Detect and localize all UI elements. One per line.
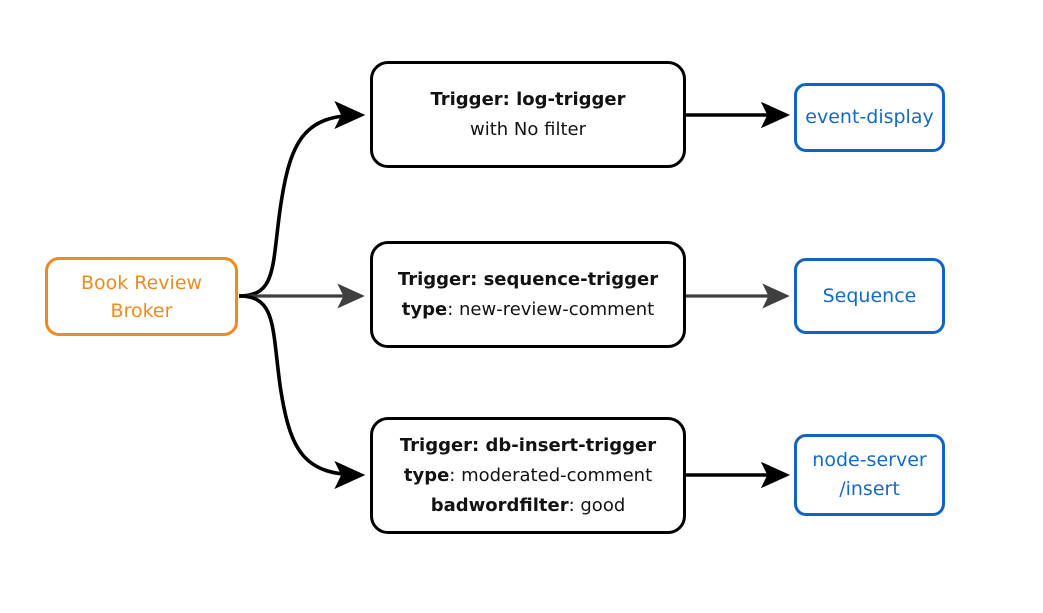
trigger-sequence-type-value: : new-review-comment xyxy=(447,298,655,320)
trigger-sequence-type: type: new-review-comment xyxy=(402,295,654,325)
service-node-server-label-line1: node-server xyxy=(812,449,927,471)
trigger-db-title: Trigger: db-insert-trigger xyxy=(399,434,657,456)
trigger-db-badwordfilter-value: : good xyxy=(568,494,626,516)
trigger-log-title: Trigger: log-trigger xyxy=(430,88,626,110)
service-sequence-label: Sequence xyxy=(822,284,917,307)
broker-label-line2: Broker xyxy=(110,299,173,322)
trigger-db-badwordfilter: badwordfilter: good xyxy=(431,491,626,521)
service-node-server-label-line2: /insert xyxy=(839,478,900,500)
trigger-sequence-title: Trigger: sequence-trigger xyxy=(397,268,659,290)
node-service-node-server[interactable]: node-server /insert xyxy=(794,434,945,516)
trigger-db-type-value: : moderated-comment xyxy=(449,464,653,486)
trigger-sequence-type-key: type xyxy=(401,298,448,320)
node-book-review-broker[interactable]: Book Review Broker xyxy=(45,257,238,336)
edge-broker-to-log-trigger xyxy=(238,100,366,298)
node-service-sequence[interactable]: Sequence xyxy=(794,258,945,334)
trigger-db-type-key: type xyxy=(403,464,450,486)
service-event-display-label: event-display xyxy=(805,106,934,128)
node-trigger-db-insert-trigger[interactable]: Trigger: db-insert-trigger type: moderat… xyxy=(370,417,686,534)
trigger-db-badwordfilter-key: badwordfilter xyxy=(430,494,569,516)
broker-label-line1: Book Review xyxy=(80,271,203,294)
trigger-log-filter-value: with No filter xyxy=(470,118,586,140)
trigger-log-filter: with No filter xyxy=(470,115,586,145)
edge-broker-to-db-insert-trigger xyxy=(238,294,366,490)
trigger-db-type: type: moderated-comment xyxy=(404,461,652,491)
node-service-event-display[interactable]: event-display xyxy=(794,83,945,152)
node-trigger-sequence-trigger[interactable]: Trigger: sequence-trigger type: new-revi… xyxy=(370,241,686,348)
node-trigger-log-trigger[interactable]: Trigger: log-trigger with No filter xyxy=(370,61,686,168)
